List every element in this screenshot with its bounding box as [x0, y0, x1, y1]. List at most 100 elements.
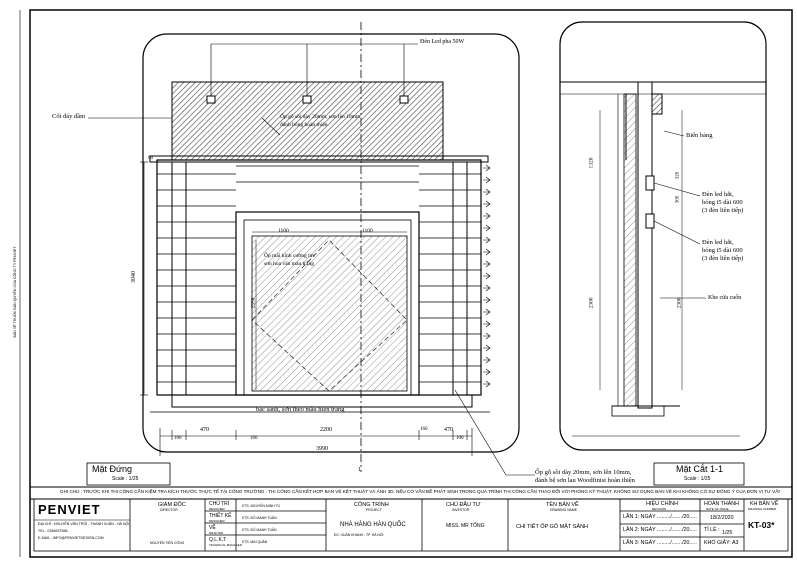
tile-label: Ốp gỗ sồi dày 20mm, sơn lên 10mm,	[280, 114, 362, 120]
drawing-no-heading: KH BẢN VẼ	[750, 501, 779, 507]
dim-100a: 100	[174, 436, 182, 441]
drawing-name-heading-en: DRAWING NAME	[550, 508, 577, 512]
anchor-tick	[483, 260, 491, 268]
front-title-box	[86, 462, 171, 486]
front-title: Mặt Đứng	[92, 464, 133, 474]
issue-heading-en: DATE OF ISSUE	[706, 507, 729, 511]
tile-label-2: đánh bóng hoàn thiện	[280, 122, 328, 128]
front-scale: Scale : 1/25	[112, 476, 139, 482]
anchor-tick	[483, 344, 491, 352]
anchor-tick	[483, 200, 491, 208]
base-label: bậc sảnh, sơn theo mẫu hiện trạng	[256, 406, 345, 413]
anchor-tick	[483, 356, 491, 364]
led1-label: Đèn led hắt,	[702, 191, 734, 198]
dim-470b: 470	[444, 427, 453, 433]
title-block-grid	[33, 498, 789, 552]
base-step	[171, 394, 473, 408]
anchor-tick	[483, 224, 491, 232]
board-label: Biển bảng	[686, 132, 713, 139]
dim-2200: 2200	[320, 427, 332, 433]
design-name: KTS. ĐỖ MẠNH TUẤN	[242, 516, 277, 520]
drawing-no-heading-en: DRAWING NUMBER	[748, 507, 777, 511]
front-view	[86, 22, 535, 486]
anchor-tick	[483, 320, 491, 328]
project-heading-en: PROJECT	[366, 508, 382, 512]
lead-heading-en: DESIGNER	[209, 507, 225, 511]
led2-label-b: bóng t5 dài 600	[702, 247, 743, 254]
drawing-no: KT-03*	[748, 520, 775, 530]
dim-300: 300	[675, 195, 681, 204]
anchor-tick	[483, 248, 491, 256]
section-title: Mặt Cắt 1-1	[676, 464, 724, 474]
company-tel: TEL : 0346937588	[38, 529, 68, 533]
design-heading-en: DESIGNER	[209, 519, 225, 523]
revision-3: LẦN 3: NGÀY ........./......./20.....	[623, 540, 697, 546]
dim-2300b: 2300	[676, 297, 683, 309]
anchor-tick	[483, 308, 491, 316]
dim-320: 320	[675, 171, 681, 180]
draft-name: KTS. ĐỖ MẠNH TUẤN	[242, 528, 277, 532]
revision-heading-en: REVISION	[652, 507, 667, 511]
paper-size: KHỔ GIẤY: A3	[704, 540, 739, 546]
anchor-tick	[483, 236, 491, 244]
brand-logo: PENVIET	[38, 502, 101, 517]
scale-value: 1/25	[722, 530, 733, 536]
dim-1320: 1320	[588, 157, 595, 169]
anchor-tick	[483, 164, 491, 172]
dim-60: 60	[148, 156, 153, 161]
qlkt-heading: Q.L.K.T	[209, 537, 227, 543]
revision-2: LẦN 2: NGÀY ........./......./20.....	[623, 527, 697, 533]
dim-2350: 2350	[250, 297, 257, 309]
general-note: GHI CHÚ : TRƯỚC KHI THI CÔNG CẦN KIỂM TR…	[60, 489, 780, 494]
investor-heading: CHỦ ĐẦU TƯ	[446, 502, 481, 508]
anchor-tick	[483, 332, 491, 340]
anchor-tick	[483, 284, 491, 292]
investor-name: MISS. MR TỐNG	[446, 523, 485, 529]
lead-heading: CHỦ TRÌ	[209, 501, 230, 507]
dim-160b: 160	[420, 427, 428, 432]
dim-1100a: 1100	[278, 228, 289, 234]
scale-heading: TỈ LỆ :	[704, 527, 720, 533]
dim-3040: 3040	[131, 271, 137, 283]
design-heading: THIẾT KẾ	[209, 513, 232, 519]
draft-heading-en: DRAFTED	[209, 531, 224, 535]
dim-470a: 470	[200, 427, 209, 433]
anchor-tick	[483, 212, 491, 220]
anchor-tick	[483, 296, 491, 304]
section-frame	[559, 21, 767, 451]
ceiling-beam	[171, 81, 444, 161]
anchor-tick	[483, 272, 491, 280]
roll-label: Khe cửa cuốn	[708, 295, 742, 301]
anchor-tick	[483, 368, 491, 376]
qlkt-heading-en: TECHNICAL MANAGER	[209, 543, 242, 547]
beam-label: Cốt đáy dầm	[52, 113, 86, 120]
dim-3990: 3990	[316, 446, 328, 452]
glass-panel	[251, 235, 408, 392]
led-label: Đèn Led pha 50W	[420, 39, 465, 45]
section-title-box	[653, 462, 745, 486]
anchor-tick	[483, 188, 491, 196]
led2-label-c: (3 đèn liên tiếp)	[702, 255, 744, 262]
dim-160a: 160	[250, 436, 258, 441]
side-strip-text: BẢN VẼ THUỘC BẢN QUYỀN CỦA CÔNG TY PENVI…	[13, 246, 17, 338]
dim-2300a: 2300	[588, 297, 595, 309]
director-name: NGUYỄN TIẾN CÔNG	[150, 541, 185, 545]
led1-label-b: bóng t5 dài 600	[702, 199, 743, 206]
qlkt-name: KTS. MAI QUÂN	[242, 540, 268, 544]
callout-line-2: đánh bệ sơn lau Woodfinist hoàn thiện	[535, 477, 635, 484]
fill-label-2: sơn hoa văn màu trắng	[264, 261, 314, 267]
led2-label: Đèn led hắt,	[702, 239, 734, 246]
section-scale: Scale : 1/25	[684, 476, 711, 482]
revision-heading: HIỆU CHỈNH	[646, 501, 679, 507]
director-heading-en: DIRECTOR	[160, 508, 178, 512]
director-heading: GIÁM ĐỐC	[158, 502, 186, 508]
dim-100b: 100	[456, 436, 464, 441]
anchor-tick	[483, 380, 491, 388]
drawing-name-heading: TÊN BẢN VẼ	[546, 502, 579, 508]
dim-1100b: 1100	[362, 228, 373, 234]
investor-heading-en: INVESTOR	[452, 508, 470, 512]
company-address: ĐỊA CHỈ : NGUYỄN VĂN TRỖI - THANH XUÂN -…	[38, 522, 130, 526]
callout-line-1: Ốp gỗ sồi dày 20mm, sơn lên 10mm,	[535, 469, 632, 476]
draft-heading: VẼ	[209, 525, 216, 531]
